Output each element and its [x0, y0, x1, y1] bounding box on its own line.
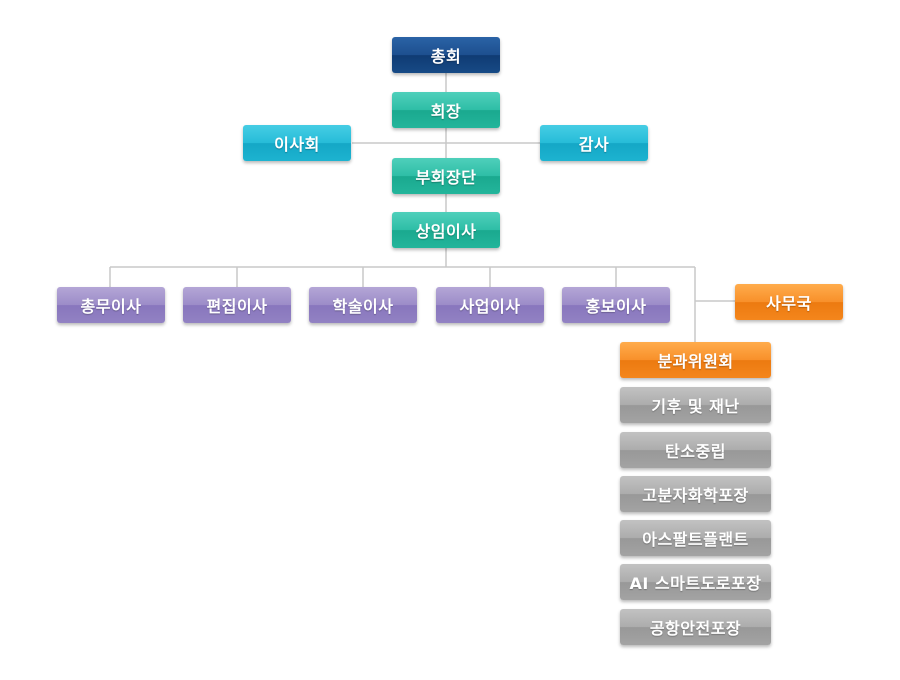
department-box: 총무이사	[57, 287, 165, 323]
department-box: 학술이사	[309, 287, 417, 323]
auditor-box: 감사	[540, 125, 648, 161]
department-box: 사업이사	[436, 287, 544, 323]
committee-item-box: 기후 및 재난	[620, 387, 771, 423]
committee-box: 분과위원회	[620, 342, 771, 378]
department-box: 편집이사	[183, 287, 291, 323]
president-box: 회장	[392, 92, 500, 128]
department-box: 홍보이사	[562, 287, 670, 323]
committee-item-box: 아스팔트플랜트	[620, 520, 771, 556]
committee-item-box: AI 스마트도로포장	[620, 564, 771, 600]
secretariat-box: 사무국	[735, 284, 843, 320]
committee-item-box: 탄소중립	[620, 432, 771, 468]
general-assembly-box: 총회	[392, 37, 500, 73]
standing-directors-box: 상임이사	[392, 212, 500, 248]
committee-item-box: 고분자화학포장	[620, 476, 771, 512]
board-box: 이사회	[243, 125, 351, 161]
vice-presidents-box: 부회장단	[392, 158, 500, 194]
committee-item-box: 공항안전포장	[620, 609, 771, 645]
